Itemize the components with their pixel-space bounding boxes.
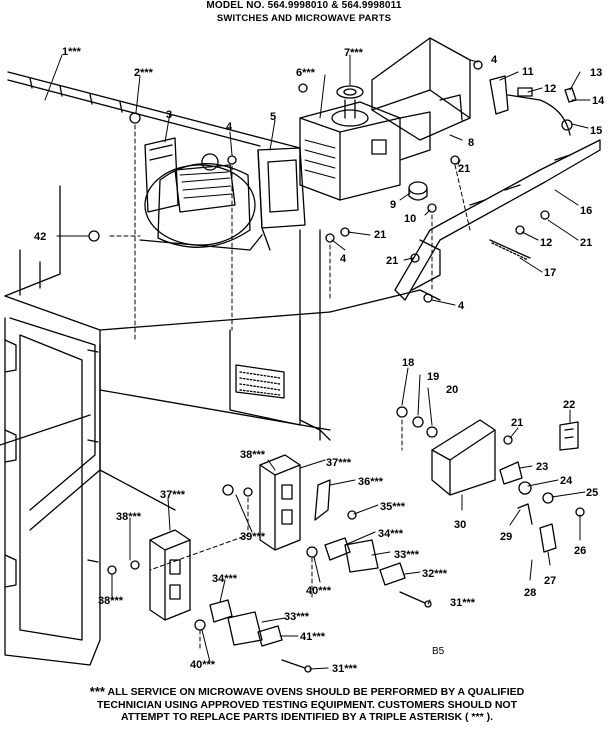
callout-8: 8 — [468, 137, 474, 149]
callout-37-lower: 37*** — [160, 489, 186, 501]
callout-21b: 21 — [580, 237, 592, 249]
callout-11: 11 — [522, 66, 534, 78]
callout-25: 25 — [586, 487, 598, 499]
callout-12: 12 — [544, 83, 556, 95]
callout-10: 10 — [404, 213, 416, 225]
callout-13: 13 — [590, 67, 602, 79]
callout-17: 17 — [544, 267, 556, 279]
interlock-parts — [499, 461, 557, 553]
callout-16: 16 — [580, 205, 592, 217]
callout-37-upper: 37*** — [326, 457, 352, 469]
vent-grille — [235, 364, 285, 399]
callout-14: 14 — [592, 95, 605, 107]
callout-4c: 4 — [340, 253, 347, 265]
callout-28: 28 — [524, 587, 536, 599]
page-code: B5 — [432, 646, 445, 657]
callout-19: 19 — [427, 371, 439, 383]
air-guide — [257, 147, 306, 251]
switch-34-lower — [209, 599, 233, 623]
insulator-33-upper — [344, 539, 379, 573]
callout-3: 3 — [166, 109, 172, 121]
callout-35: 35*** — [380, 501, 406, 513]
door-switch-bracket-upper — [259, 454, 301, 551]
callout-4: 4 — [226, 121, 233, 133]
callout-40-lower: 40*** — [190, 659, 216, 671]
callout-15: 15 — [590, 125, 602, 137]
callout-2: 2*** — [134, 67, 154, 79]
callout-5: 5 — [270, 111, 276, 123]
thermal-cutout — [408, 181, 428, 201]
callout-4b: 4 — [491, 54, 498, 66]
callout-21e: 21 — [511, 417, 523, 429]
thermistor-assembly — [489, 75, 577, 136]
bracket — [394, 139, 601, 301]
callout-30: 30 — [454, 519, 466, 531]
callout-38-lower: 38*** — [116, 511, 142, 523]
callout-4d: 4 — [458, 300, 465, 312]
callout-21c: 21 — [374, 229, 386, 241]
footnote-line-3: ATTEMPT TO REPLACE PARTS IDENTIFIED BY A… — [121, 711, 493, 724]
callout-9: 9 — [390, 199, 396, 211]
diagram-title: MODEL NO. 564.9998010 & 564.9998011 — [206, 0, 402, 11]
callout-18: 18 — [402, 357, 414, 369]
callout-1: 1*** — [62, 46, 82, 58]
diagram-subtitle: SWITCHES AND MICROWAVE PARTS — [216, 13, 392, 24]
switch-34-upper — [324, 537, 351, 561]
callout-31-upper: 31*** — [450, 597, 476, 609]
door-switch-bracket-lower — [149, 529, 191, 621]
callout-21d: 21 — [386, 255, 398, 267]
callout-31-lower: 31*** — [332, 663, 358, 675]
callout-12b: 12 — [540, 237, 552, 249]
callout-42: 42 — [34, 231, 46, 243]
waveguide — [371, 37, 471, 141]
callout-29: 29 — [500, 531, 512, 543]
callout-38-lower-left: 38*** — [98, 595, 124, 607]
insulator-33-lower — [227, 611, 263, 646]
callout-22: 22 — [563, 399, 575, 411]
callout-41: 41*** — [300, 631, 326, 643]
callout-40-upper: 40*** — [306, 585, 332, 597]
callout-20: 20 — [446, 384, 458, 396]
footnote-stars: *** — [89, 684, 105, 699]
callout-36: 36*** — [358, 476, 384, 488]
footnote-line-2: TECHNICIAN USING APPROVED TESTING EQUIPM… — [96, 698, 518, 711]
magnetron — [299, 99, 431, 201]
callout-6: 6*** — [296, 67, 316, 79]
leader-lines — [44, 54, 591, 670]
callout-33-upper: 33*** — [394, 549, 420, 561]
blower-motor — [139, 137, 263, 251]
callout-32: 32*** — [422, 568, 448, 580]
callout-39: 39*** — [240, 531, 266, 543]
screw-31-lower — [281, 659, 306, 669]
callout-23: 23 — [536, 461, 548, 473]
monitor-switch-22 — [559, 421, 579, 451]
service-footnote: *** ALL SERVICE ON MICROWAVE OVENS SHOUL… — [22, 684, 592, 724]
switch-bracket — [431, 419, 496, 496]
callout-34-lower: 34*** — [212, 573, 238, 585]
alignment-lines — [109, 124, 471, 651]
callout-27: 27 — [544, 575, 556, 587]
footnote-line-1: ALL SERVICE ON MICROWAVE OVENS SHOULD BE… — [107, 686, 525, 699]
switch-32 — [379, 562, 406, 586]
callout-21: 21 — [458, 163, 470, 175]
screw-31-upper — [399, 591, 426, 604]
fuse-link — [489, 239, 531, 259]
switch-41 — [257, 625, 283, 647]
antenna-gasket — [336, 85, 364, 99]
callout-34-upper: 34*** — [378, 528, 404, 540]
callout-7: 7*** — [344, 47, 364, 59]
door-frame — [4, 317, 101, 666]
actuator-lever — [314, 479, 331, 521]
callout-38-upper: 38*** — [240, 449, 266, 461]
callout-33-lower: 33*** — [284, 611, 310, 623]
callout-24: 24 — [560, 475, 573, 487]
callout-26: 26 — [574, 545, 586, 557]
oven-cabinet — [0, 71, 441, 531]
